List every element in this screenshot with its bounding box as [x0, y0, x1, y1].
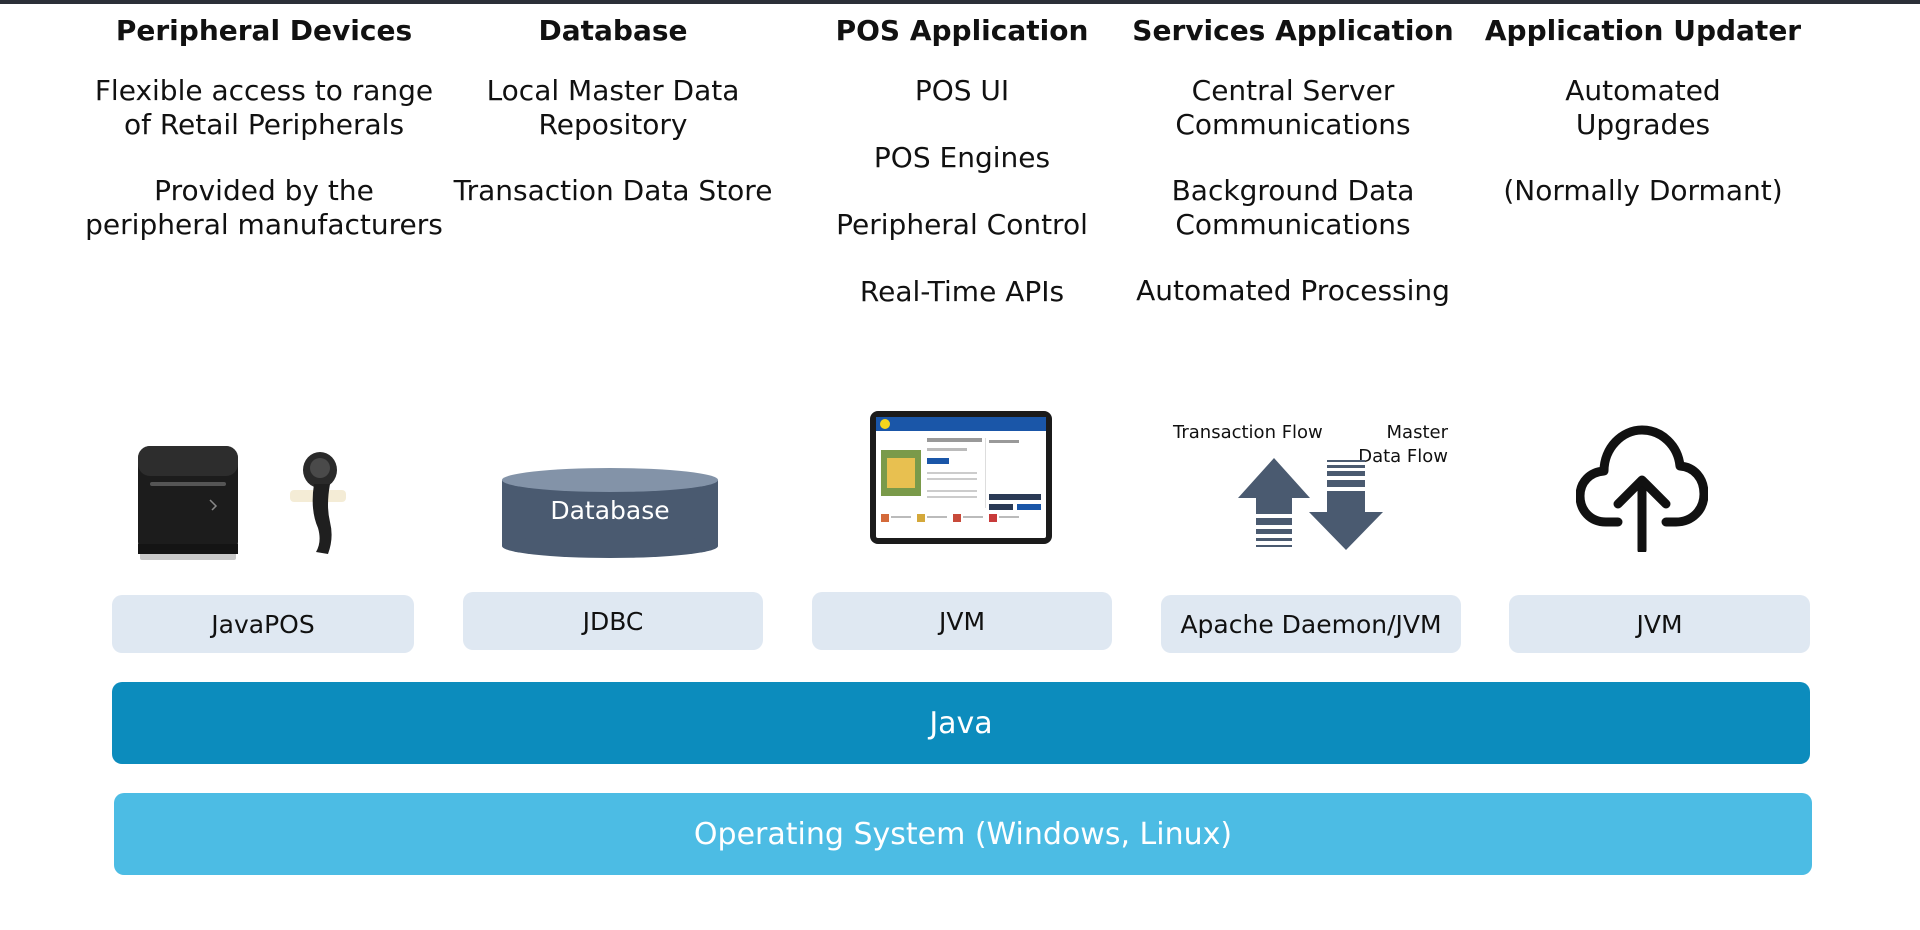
- down-arrow-icon: [1309, 460, 1383, 550]
- database-label: Database: [550, 496, 670, 525]
- column-description: Central Server Communications: [1175, 74, 1411, 141]
- pill-jdbc: JDBC: [463, 592, 763, 650]
- column-description: Automated Upgrades: [1565, 74, 1721, 141]
- barcode-scanner-icon: [290, 452, 346, 554]
- column-description: Background Data Communications: [1171, 174, 1415, 241]
- operating-system-layer: Operating System (Windows, Linux): [114, 793, 1812, 875]
- column-title: Peripheral Devices: [115, 14, 413, 47]
- pill-jvm-pos: JVM: [812, 592, 1112, 650]
- column-description: Transaction Data Store: [453, 174, 773, 207]
- pill-jvm-updater: JVM: [1509, 595, 1810, 653]
- column-database: Database Local Master Data Repository Tr…: [433, 14, 793, 241]
- master-data-flow-label: Master Data Flow: [1358, 422, 1448, 467]
- column-description: (Normally Dormant): [1503, 174, 1783, 207]
- receipt-printer-icon: [138, 446, 238, 560]
- column-description: Provided by the peripheral manufacturers: [85, 174, 443, 241]
- cloud-upload-icon: [1576, 425, 1708, 552]
- column-application-updater: Application Updater Automated Upgrades (…: [1463, 14, 1823, 241]
- column-description: POS UI: [914, 74, 1010, 107]
- up-arrow-icon: [1238, 458, 1310, 547]
- column-description: Flexible access to range of Retail Perip…: [94, 74, 434, 141]
- pill-apache-daemon-jvm: Apache Daemon/JVM: [1161, 595, 1461, 653]
- column-description: Real-Time APIs: [859, 275, 1065, 308]
- column-services-application: Services Application Central Server Comm…: [1113, 14, 1473, 341]
- column-peripheral-devices: Peripheral Devices Flexible access to ra…: [84, 14, 444, 275]
- top-border: [0, 0, 1920, 4]
- column-description: Peripheral Control: [836, 208, 1088, 241]
- column-title: Application Updater: [1484, 14, 1802, 47]
- pill-javapos: JavaPOS: [112, 595, 414, 653]
- column-description: POS Engines: [873, 141, 1051, 174]
- column-description: Automated Processing: [1136, 274, 1450, 307]
- column-title: POS Application: [835, 14, 1089, 47]
- java-layer: Java: [112, 682, 1810, 764]
- column-title: Database: [538, 14, 688, 47]
- database-cylinder-icon: [502, 468, 718, 558]
- column-title: Services Application: [1132, 14, 1454, 47]
- transaction-flow-label: Transaction Flow: [1173, 422, 1323, 443]
- column-pos-application: POS Application POS UI POS Engines Perip…: [782, 14, 1142, 342]
- column-description: Local Master Data Repository: [486, 74, 740, 141]
- pos-tablet-icon: [870, 411, 1052, 544]
